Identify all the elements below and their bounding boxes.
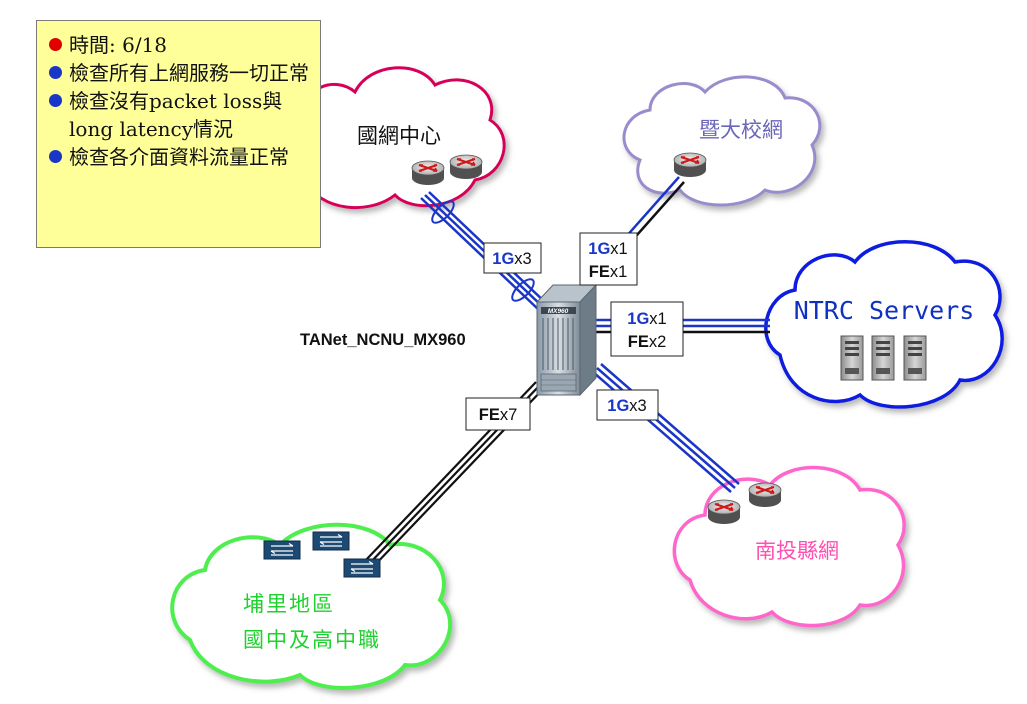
- note-item: 檢查各介面資料流量正常: [49, 143, 312, 171]
- note-text: 時間: 6/18: [69, 33, 168, 57]
- link-puli: [363, 381, 545, 569]
- hub-label: TANet_NCNU_MX960: [300, 331, 466, 349]
- site-label-ncnu: 暨大校網: [699, 118, 783, 142]
- notes-box: 時間: 6/18 檢查所有上網服務一切正常 檢查沒有packet loss與lo…: [36, 20, 321, 248]
- site-label-ntrc: NTRC Servers: [794, 296, 975, 325]
- bullet-dot-icon: [49, 66, 62, 79]
- bullet-dot-icon: [49, 150, 62, 163]
- site-label-ncc: 國網中心: [357, 124, 441, 148]
- site-label-puli-line1: 埔里地區: [243, 592, 335, 616]
- note-text: 檢查各介面資料流量正常: [69, 145, 289, 169]
- note-text: 檢查沒有packet loss與long latency情況: [69, 89, 283, 141]
- link-ntrc: [595, 318, 770, 334]
- site-label-puli-line2: 國中及高中職: [243, 628, 381, 652]
- site-label-nantou: 南投縣網: [755, 539, 839, 563]
- chassis-label: MX960: [548, 308, 569, 315]
- note-item: 時間: 6/18: [49, 31, 312, 59]
- server-icon: [840, 335, 927, 381]
- note-text: 檢查所有上網服務一切正常: [69, 61, 309, 85]
- link-ncc: [420, 191, 548, 311]
- cloud-ncnu: [622, 75, 822, 207]
- bullet-dot-icon: [49, 38, 62, 51]
- cloud-ntrc: [764, 240, 1004, 409]
- mx960-chassis-icon: MX960: [535, 283, 598, 397]
- link-nantou: [592, 363, 740, 493]
- note-item: 檢查沒有packet loss與long latency情況: [49, 87, 312, 143]
- cloud-puli: [170, 522, 452, 690]
- bullet-dot-icon: [49, 94, 62, 107]
- note-item: 檢查所有上網服務一切正常: [49, 59, 312, 87]
